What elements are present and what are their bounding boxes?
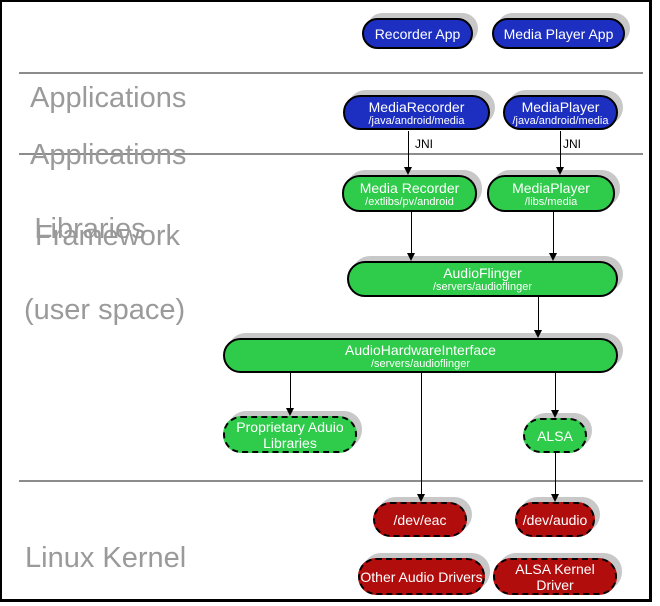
node-mediaplayer-library: MediaPlayer /libs/media (487, 175, 615, 212)
node-other-audio-drivers: Other Audio Drivers (358, 558, 485, 595)
node-title: AudioHardwareInterface (345, 341, 496, 358)
node-media-player-app: Media Player App (492, 18, 625, 49)
connector-audioflinger-to-ahi (538, 297, 539, 330)
separator-linux-kernel (19, 480, 643, 482)
connector-ahi-to-alsa (555, 373, 556, 410)
layer-label-line: Applications (30, 82, 187, 114)
arrowhead-to-dev-audio (551, 494, 559, 502)
node-mediarecorder-framework: MediaRecorder /java/android/media (343, 95, 490, 130)
node-title: MediaPlayer (521, 98, 600, 115)
arrowhead-to-audioflinger-right (549, 253, 557, 261)
arrowhead-to-audioflinger-left (407, 253, 415, 261)
layer-label-line: Applications (30, 139, 187, 171)
layer-label-libraries: Libraries (user space) (24, 162, 186, 378)
node-proprietary-audio-libraries: Proprietary Aduio Libraries (223, 416, 357, 453)
node-title: MediaRecorder (368, 98, 465, 115)
connector-mediaplayer-to-audioflinger (553, 212, 554, 253)
node-media-recorder-library: Media Recorder /extlibs/pv/android (342, 175, 477, 212)
node-audio-hardware-interface: AudioHardwareInterface /servers/audiofli… (223, 338, 618, 373)
separator-applications-framework (19, 72, 643, 74)
layer-label-linux-kernel: Linux Kernel (25, 491, 186, 606)
arrowhead-to-dev-eac (417, 494, 425, 502)
node-title: Media Player App (503, 25, 614, 42)
layer-label-line: (user space) (24, 294, 186, 326)
node-path: /servers/audioflinger (370, 357, 471, 370)
node-title: Recorder App (374, 25, 461, 42)
node-title: Other Audio Drivers (360, 568, 483, 585)
node-path: /libs/media (524, 195, 578, 208)
layer-label-applications: Applications (30, 31, 186, 166)
connector-alsa-to-dev-audio (555, 453, 556, 494)
node-path: /extlibs/pv/android (365, 195, 454, 208)
arrowhead-to-media-recorder-library (404, 167, 412, 175)
node-title: ALSA Kernel Driver (515, 560, 595, 593)
connector-mediarecorder-jni-line (408, 131, 409, 167)
connector-media-recorder-to-audioflinger (411, 212, 412, 253)
node-alsa-kernel-driver: ALSA Kernel Driver (493, 558, 617, 595)
arrowhead-to-audio-hardware-interface (534, 330, 542, 338)
node-audioflinger: AudioFlinger /servers/audioflinger (347, 261, 618, 297)
node-alsa: ALSA (523, 418, 587, 453)
node-path: /java/android/media (368, 114, 465, 127)
arrowhead-to-proprietary-audio-libraries (286, 408, 294, 416)
layer-label-applications-framework: Applications Framework (30, 88, 186, 304)
node-title: Media Recorder (359, 179, 460, 196)
jni-label-left: JNI (415, 137, 433, 151)
layer-label-line: Framework (35, 220, 181, 252)
layer-label-line: Linux Kernel (25, 542, 187, 574)
node-mediaplayer-framework: MediaPlayer /java/android/media (503, 95, 618, 130)
node-title: ALSA (537, 427, 573, 444)
node-title: /dev/eac (393, 511, 447, 528)
node-dev-audio: /dev/audio (515, 502, 595, 537)
connector-ahi-to-proprietary (290, 373, 291, 408)
node-title: /dev/audio (522, 511, 588, 528)
jni-label-right: JNI (563, 137, 581, 151)
node-dev-eac: /dev/eac (373, 502, 467, 537)
node-title-line2: Libraries (263, 434, 317, 451)
connector-ahi-to-dev-eac (421, 373, 422, 494)
node-title: Proprietary Aduio (236, 418, 344, 435)
node-title: AudioFlinger (443, 265, 522, 281)
arrowhead-to-alsa (551, 410, 559, 418)
layer-label-line: Libraries (34, 213, 146, 245)
separator-libraries (19, 153, 643, 155)
node-title: MediaPlayer (512, 179, 590, 196)
connector-mediaplayer-jni-line (560, 131, 561, 167)
node-recorder-app: Recorder App (362, 18, 473, 49)
node-path: /java/android/media (512, 114, 609, 127)
arrowhead-to-mediaplayer-library (556, 167, 564, 175)
node-path: /servers/audioflinger (432, 281, 533, 293)
